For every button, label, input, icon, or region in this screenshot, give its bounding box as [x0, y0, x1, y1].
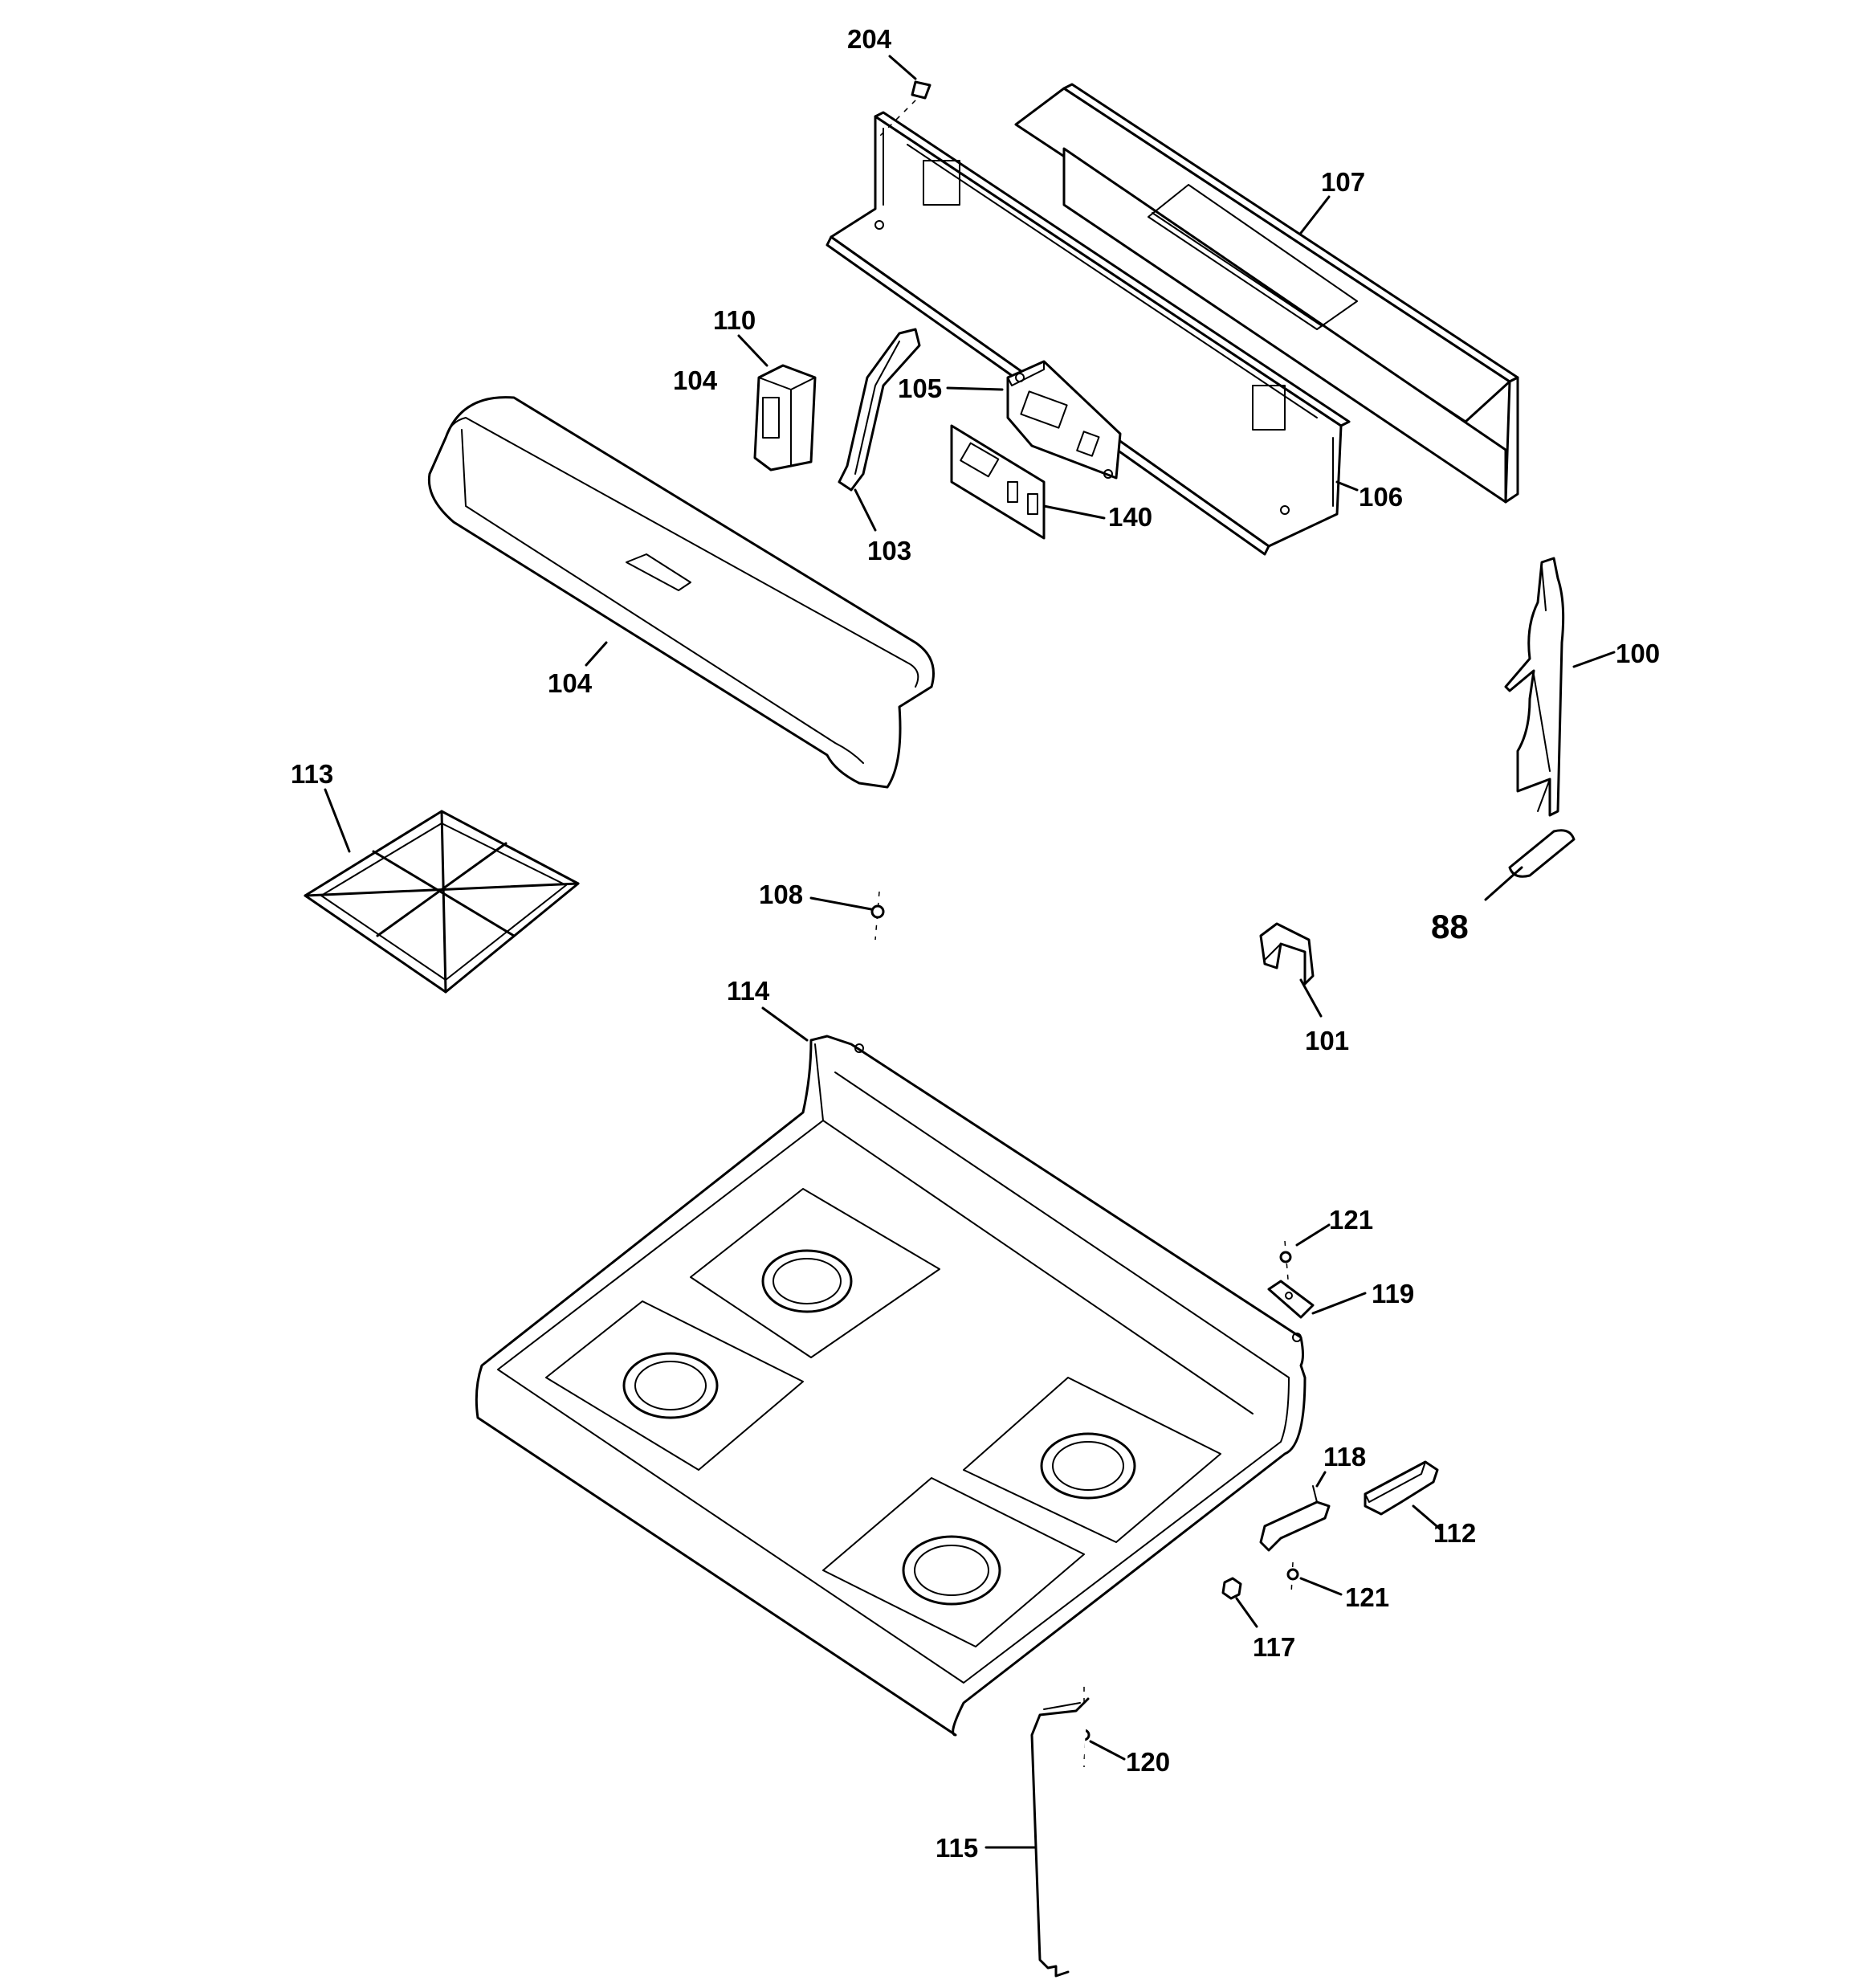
- label-113: 113: [291, 759, 333, 789]
- support-rod-part-115: [1030, 1697, 1090, 1978]
- label-100: 100: [1616, 639, 1660, 668]
- label-120: 120: [1126, 1747, 1170, 1777]
- label-88: 88: [1431, 908, 1469, 945]
- label-105: 105: [898, 374, 942, 403]
- screw-121-top-path: [1284, 1240, 1290, 1290]
- label-119: 119: [1372, 1279, 1414, 1308]
- overlay-part-140: [950, 424, 1046, 540]
- label-112: 112: [1433, 1518, 1476, 1548]
- label-110: 110: [713, 305, 756, 335]
- label-121-bottom: 121: [1345, 1582, 1389, 1612]
- hinge-part-119: [1267, 1280, 1315, 1319]
- leader-lines: [324, 55, 1616, 1849]
- label-104-knob: 104: [673, 365, 718, 395]
- electronic-control-part-105: [1006, 360, 1122, 480]
- burner-grate-part-113: [304, 810, 580, 994]
- top-cover-part-107: [1014, 83, 1519, 504]
- label-107: 107: [1321, 167, 1365, 197]
- bracket-part-118: [1259, 1485, 1331, 1552]
- label-121-top: 121: [1329, 1205, 1373, 1235]
- label-101: 101: [1305, 1026, 1349, 1055]
- cooktop-part-114: [475, 1035, 1307, 1737]
- label-103: 103: [867, 536, 911, 565]
- label-140: 140: [1108, 502, 1152, 532]
- label-204: 204: [847, 24, 892, 54]
- label-115: 115: [936, 1833, 978, 1863]
- label-114: 114: [727, 976, 770, 1006]
- ignition-module-part-110: [753, 364, 817, 471]
- label-106: 106: [1359, 482, 1403, 512]
- bracket-part-103: [838, 328, 921, 492]
- label-118: 118: [1323, 1442, 1366, 1472]
- screw-121-bottom-path: [1290, 1561, 1294, 1595]
- bracket-part-101: [1259, 922, 1315, 986]
- screw-part-121-top: [1279, 1251, 1292, 1263]
- screw-part-121-bottom: [1286, 1568, 1299, 1581]
- control-panel-part-104: [427, 396, 935, 789]
- screw-204-path: [874, 92, 924, 141]
- hook-part-112: [1364, 1460, 1439, 1516]
- label-104-panel: 104: [548, 668, 593, 698]
- label-108: 108: [759, 880, 803, 909]
- nut-part-117: [1221, 1577, 1242, 1600]
- label-117: 117: [1253, 1632, 1295, 1662]
- screw-part-204: [911, 80, 932, 100]
- screw-part-108: [870, 904, 885, 919]
- side-trim-part-100: [1504, 557, 1565, 817]
